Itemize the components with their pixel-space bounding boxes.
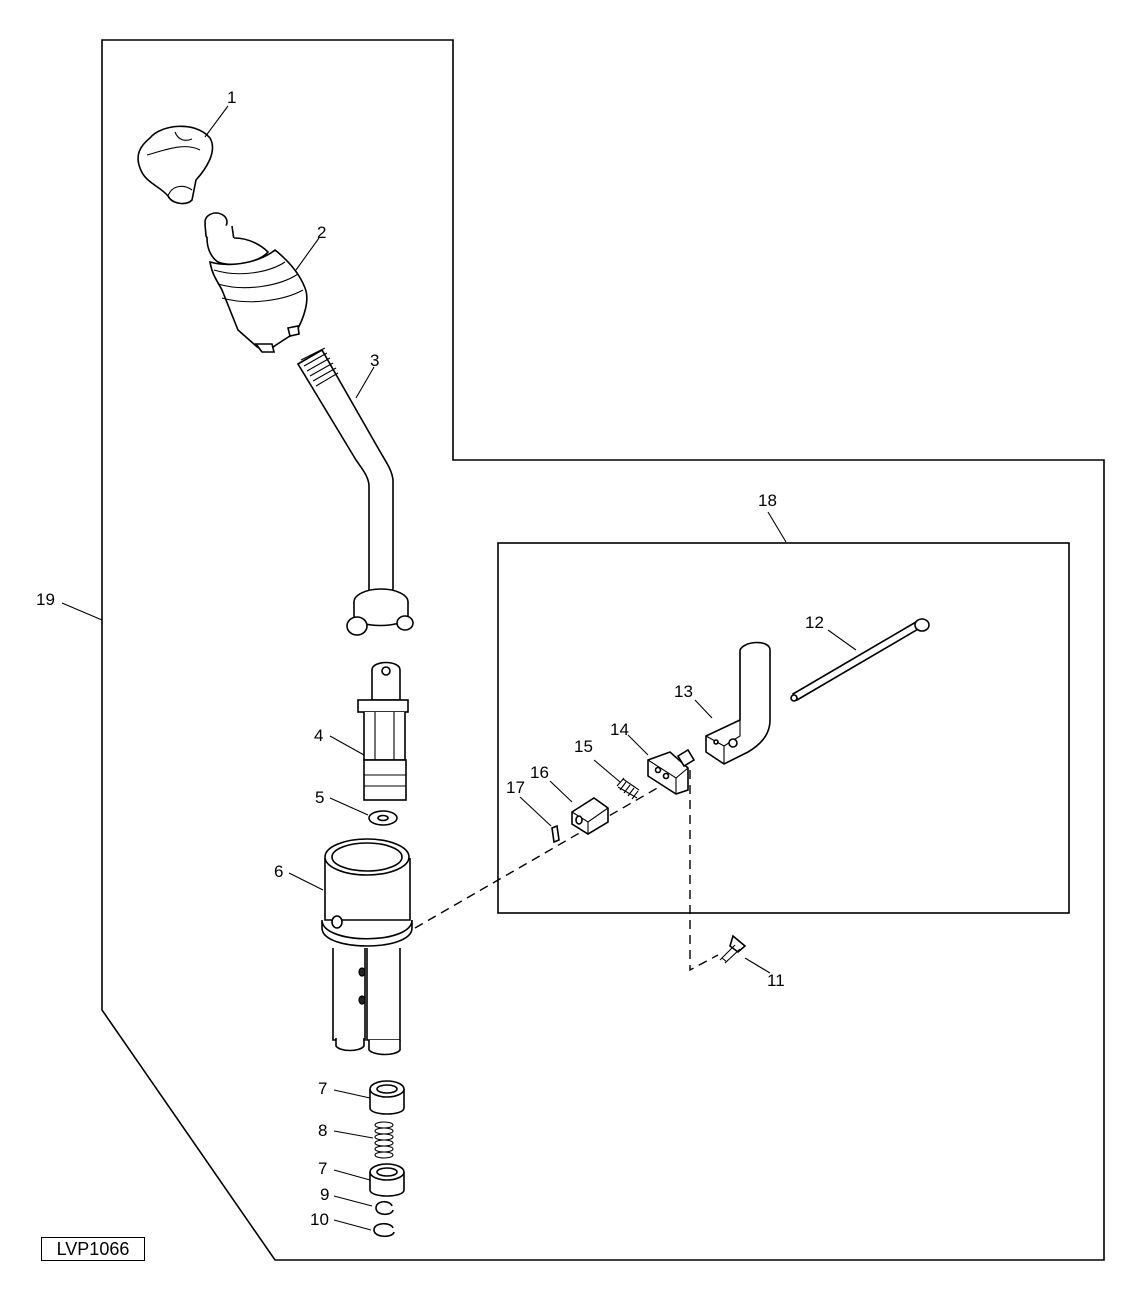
callout-4: 4 bbox=[314, 726, 323, 745]
callout-8: 8 bbox=[318, 1121, 327, 1140]
part-screw bbox=[719, 934, 747, 964]
part-snap-ring-10 bbox=[373, 1222, 395, 1238]
callout-13: 13 bbox=[674, 682, 693, 701]
part-shift-lever bbox=[296, 347, 414, 636]
callout-19: 19 bbox=[36, 590, 55, 609]
part-small-spring bbox=[616, 777, 640, 800]
callout-18: 18 bbox=[758, 491, 777, 510]
callout-14: 14 bbox=[610, 720, 629, 739]
part-washer bbox=[368, 810, 398, 826]
callout-15: 15 bbox=[574, 737, 593, 756]
callout-1: 1 bbox=[227, 88, 236, 107]
part-block bbox=[571, 797, 609, 835]
part-spring bbox=[374, 1121, 394, 1159]
callouts: 1 2 3 4 5 6 7 8 7 9 10 11 12 13 14 15 16… bbox=[36, 88, 824, 1229]
callout-10: 10 bbox=[310, 1210, 329, 1229]
callout-12: 12 bbox=[805, 613, 824, 632]
part-pivot bbox=[357, 661, 409, 801]
figure-reference-label: LVP1066 bbox=[41, 1237, 145, 1261]
part-pin bbox=[551, 824, 560, 844]
assembly-outline bbox=[101, 39, 1105, 1261]
callout-16: 16 bbox=[530, 763, 549, 782]
part-bushing-lower bbox=[369, 1163, 405, 1197]
callout-2: 2 bbox=[317, 223, 326, 242]
leader-lines bbox=[61, 105, 857, 1231]
part-housing bbox=[321, 838, 413, 1056]
callout-7-lower: 7 bbox=[318, 1159, 327, 1178]
assembly-dashed-lines bbox=[414, 770, 719, 972]
part-knob bbox=[137, 125, 214, 205]
callout-17: 17 bbox=[506, 778, 525, 797]
part-rod bbox=[790, 618, 930, 702]
callout-7-upper: 7 bbox=[318, 1079, 327, 1098]
part-bushing-upper bbox=[369, 1080, 405, 1115]
subassembly-box bbox=[497, 542, 1070, 914]
part-boot bbox=[204, 212, 308, 353]
callout-11: 11 bbox=[767, 971, 785, 990]
callout-9: 9 bbox=[320, 1185, 329, 1204]
part-plate bbox=[647, 748, 696, 795]
part-bracket-arm bbox=[705, 641, 771, 765]
part-snap-ring-9 bbox=[375, 1200, 394, 1216]
callout-6: 6 bbox=[274, 862, 283, 881]
callout-5: 5 bbox=[315, 788, 324, 807]
callout-3: 3 bbox=[370, 351, 379, 370]
